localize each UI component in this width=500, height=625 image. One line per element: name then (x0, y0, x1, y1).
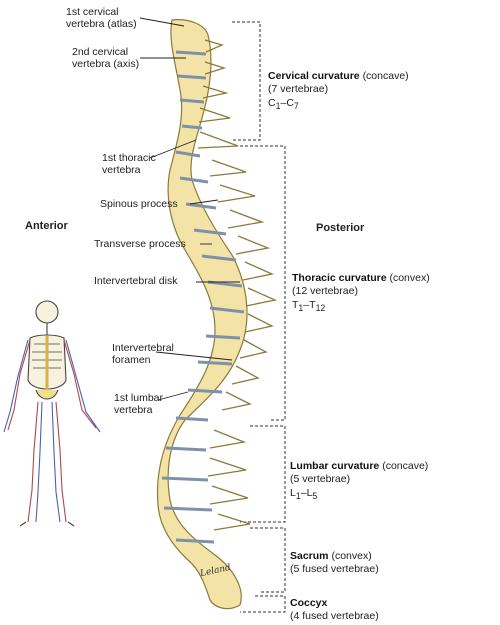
sacrum-qual: (convex) (331, 550, 372, 562)
label-thoracic1-line2: vertebra (102, 164, 141, 176)
spinal-column (156, 19, 278, 610)
label-axis: 2nd cervical vertebra (axis) (72, 46, 139, 70)
leader-foramen (155, 351, 233, 361)
label-disk-line1: Intervertebral disk (94, 275, 178, 287)
thoracic-range-base1: T (292, 299, 299, 311)
lumbar-qual: (concave) (382, 460, 429, 472)
region-thoracic: Thoracic curvature (convex) (12 vertebra… (292, 272, 430, 315)
region-coccyx: Coccyx (4 fused vertebrae) (290, 597, 379, 622)
thoracic-range: T1–T12 (292, 299, 326, 314)
label-atlas: 1st cervical vertebra (atlas) (66, 6, 137, 30)
label-lumbar1: 1st lumbar vertebra (114, 392, 163, 416)
spine-silhouette (156, 19, 248, 610)
thoracic-range-base2: T (309, 299, 316, 311)
thoracic-range-start: 1 (298, 303, 304, 314)
bracket-coccyx (240, 595, 286, 613)
cervical-count: (7 vertebrae) (268, 82, 329, 95)
leader-lumbar1 (157, 391, 189, 401)
label-spinous-line1: Spinous process (100, 198, 178, 210)
thoracic-title: Thoracic curvature (292, 272, 387, 284)
thoracic-count: (12 vertebrae) (292, 284, 358, 297)
sacrum-title: Sacrum (290, 550, 329, 562)
bracket-cervical (232, 21, 261, 141)
cervical-range-end: 7 (293, 101, 299, 112)
label-disk: Intervertebral disk (94, 275, 177, 287)
label-spinous: Spinous process (100, 198, 178, 210)
cervical-title: Cervical curvature (268, 70, 360, 82)
region-brackets (232, 21, 286, 613)
thoracic-range-end: 12 (315, 303, 326, 314)
leader-atlas (139, 17, 185, 27)
lumbar-range-end: 5 (312, 491, 318, 502)
label-transverse-line1: Transverse process (94, 238, 186, 250)
bracket-sacrum (250, 527, 286, 593)
region-cervical: Cervical curvature (concave) (7 vertebra… (268, 70, 409, 113)
spinous-processes (197, 39, 278, 531)
lumbar-count: (5 vertebrae) (290, 472, 351, 485)
bracket-lumbar (240, 425, 286, 523)
bracket-thoracic (240, 145, 286, 421)
cervical-qual: (concave) (362, 70, 409, 82)
lumbar-range-base2: L (306, 487, 313, 499)
lumbar-range-base1: L (290, 487, 296, 499)
lumbar-range: L1–L5 (290, 487, 318, 502)
label-foramen-line1: Intervertebral (112, 342, 174, 354)
posterior-label: Posterior (316, 222, 365, 234)
lumbar-range-start: 1 (295, 491, 301, 502)
label-lumbar1-line1: 1st lumbar (114, 392, 164, 404)
label-thoracic1-line1: 1st thoracic (102, 152, 156, 164)
label-atlas-line2: vertebra (atlas) (66, 18, 137, 30)
lumbar-title: Lumbar curvature (290, 460, 380, 472)
label-thoracic1: 1st thoracic vertebra (102, 152, 156, 176)
cervical-range-start: 1 (275, 101, 281, 112)
label-atlas-line1: 1st cervical (66, 6, 119, 18)
intervertebral-disks (161, 50, 245, 544)
sacrum-count: (5 fused vertebrae) (290, 562, 379, 575)
label-foramen-line2: foramen (112, 354, 151, 366)
cervical-range-base2: C (286, 97, 294, 109)
leader-lines (139, 17, 240, 401)
region-lumbar: Lumbar curvature (concave) (5 vertebrae)… (290, 460, 428, 503)
coccyx-count: (4 fused vertebrae) (290, 609, 379, 622)
anterior-label: Anterior (25, 220, 68, 232)
leader-spinous (189, 199, 219, 205)
leader-thoracic1 (149, 139, 197, 159)
label-foramen: Intervertebral foramen (112, 342, 174, 366)
label-axis-line2: vertebra (axis) (72, 58, 140, 70)
label-axis-line1: 2nd cervical (72, 46, 129, 58)
cervical-range-base1: C (268, 97, 276, 109)
region-sacrum: Sacrum (convex) (5 fused vertebrae) (290, 550, 379, 575)
coccyx-title: Coccyx (290, 597, 328, 609)
cervical-range: C1–C7 (268, 97, 299, 112)
thoracic-qual: (convex) (389, 272, 430, 284)
label-lumbar1-line2: vertebra (114, 404, 153, 416)
human-figure-icon (3, 300, 101, 527)
label-transverse: Transverse process (94, 238, 186, 250)
